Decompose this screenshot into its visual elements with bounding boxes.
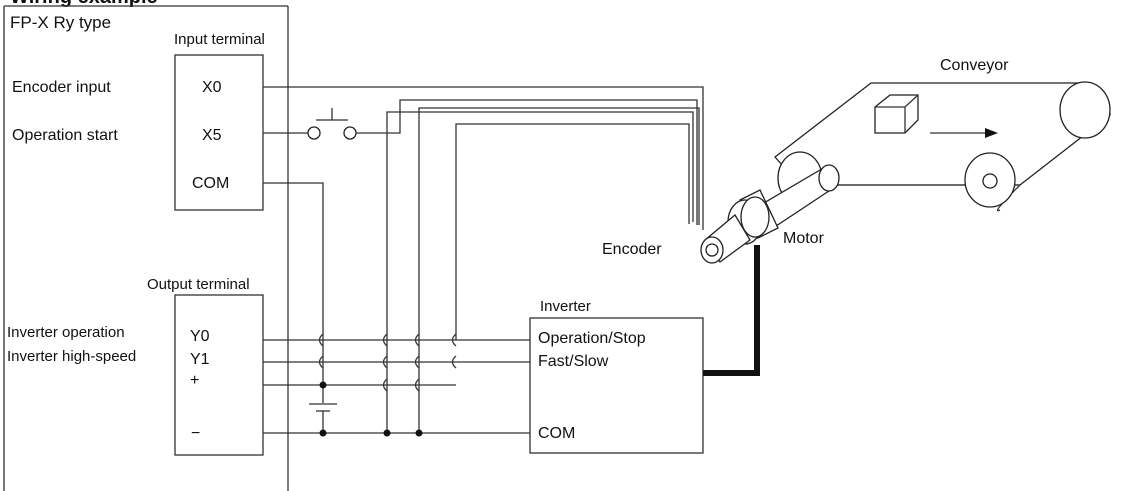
signal-inverter-operation: Inverter operation: [7, 324, 125, 341]
output-terminal-label: Output terminal: [147, 276, 250, 293]
terminal-x0: X0: [202, 79, 222, 96]
terminal-y0: Y0: [190, 328, 210, 345]
terminal-minus: −: [191, 425, 200, 442]
start-switch-symbol: [307, 108, 357, 140]
inverter-label: Inverter: [540, 298, 591, 315]
inverter-unit: Inverter Operation/Stop Fast/Slow COM: [529, 298, 704, 454]
heading-cut: Wiring example: [10, 0, 158, 8]
plc-title: FP-X Ry type: [10, 13, 111, 32]
junction-dot: [319, 381, 327, 389]
crossover-hops: [318, 333, 457, 392]
power-cable: [703, 245, 760, 376]
output-terminal-block: Output terminal Inverter operation Y0 In…: [7, 276, 264, 456]
motor-label: Motor: [783, 230, 825, 247]
wire-switch-to-encoder: [356, 99, 698, 225]
inverter-terminal-com: COM: [538, 425, 575, 442]
terminal-y1: Y1: [190, 351, 210, 368]
wiring: [263, 86, 704, 437]
input-terminal-block: Input terminal Encoder input X0 Operatio…: [12, 31, 265, 211]
junction-dot: [319, 429, 327, 437]
junction-dot: [415, 429, 423, 437]
motor-assembly: Motor Encoder: [602, 164, 840, 264]
junction-dot: [383, 429, 391, 437]
wire-encoder-2: [386, 111, 694, 433]
wire-x0-encoder: [263, 86, 704, 230]
signal-operation-start: Operation start: [12, 127, 118, 144]
signal-inverter-high-speed: Inverter high-speed: [7, 348, 136, 365]
conveyor-label: Conveyor: [940, 57, 1009, 74]
signal-encoder-input: Encoder input: [12, 79, 111, 96]
wire-com-input: [263, 182, 324, 385]
inverter-terminal-operation-stop: Operation/Stop: [538, 330, 646, 347]
input-terminal-label: Input terminal: [174, 31, 265, 48]
terminal-x5: X5: [202, 127, 222, 144]
inverter-terminal-fast-slow: Fast/Slow: [538, 353, 609, 370]
encoder-label: Encoder: [602, 241, 662, 258]
wire-encoder-3: [418, 107, 700, 433]
terminal-com-input: COM: [192, 175, 229, 192]
wire-encoder-4: [455, 123, 690, 340]
conveyor: Conveyor: [774, 57, 1111, 212]
terminal-plus: +: [190, 372, 199, 389]
battery-symbol: [309, 385, 337, 433]
